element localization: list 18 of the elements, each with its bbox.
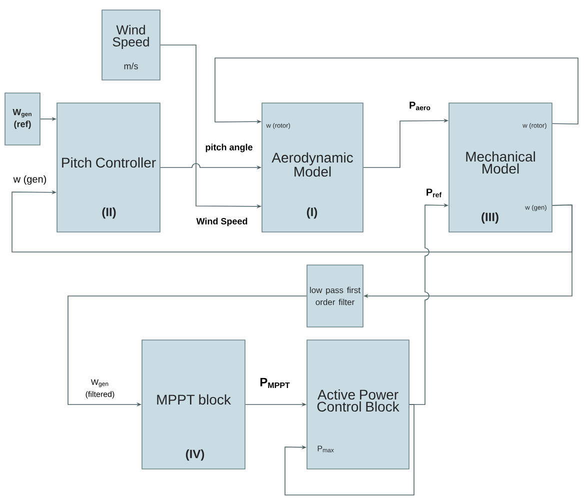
arrow bbox=[284, 404, 414, 496]
arrow bbox=[214, 58, 578, 124]
block: W$_{gen}$ (ref) bbox=[4, 92, 40, 146]
block-number: (II) bbox=[102, 207, 116, 219]
unit-label: m/s bbox=[124, 62, 138, 70]
block-number: (III) bbox=[482, 212, 498, 224]
edge-label: P$_{aero}$ bbox=[408, 100, 432, 112]
edge-label: W$_{gen}$ (filtered) bbox=[78, 378, 122, 400]
block-number: (I) bbox=[306, 207, 318, 219]
edge-label: pitch angle bbox=[204, 142, 254, 154]
block: low pass first order filter bbox=[306, 264, 364, 328]
edge-label: P$_{MPPT}$ bbox=[258, 376, 292, 390]
block-number: (IV) bbox=[186, 449, 204, 461]
port-label: P$_{max}$ bbox=[318, 446, 334, 452]
edge-label: w (gen) bbox=[12, 174, 48, 186]
arrow bbox=[12, 190, 572, 252]
edge-label: P$_{ref}$ bbox=[424, 188, 444, 198]
edge-label: Wind Speed bbox=[195, 216, 249, 228]
